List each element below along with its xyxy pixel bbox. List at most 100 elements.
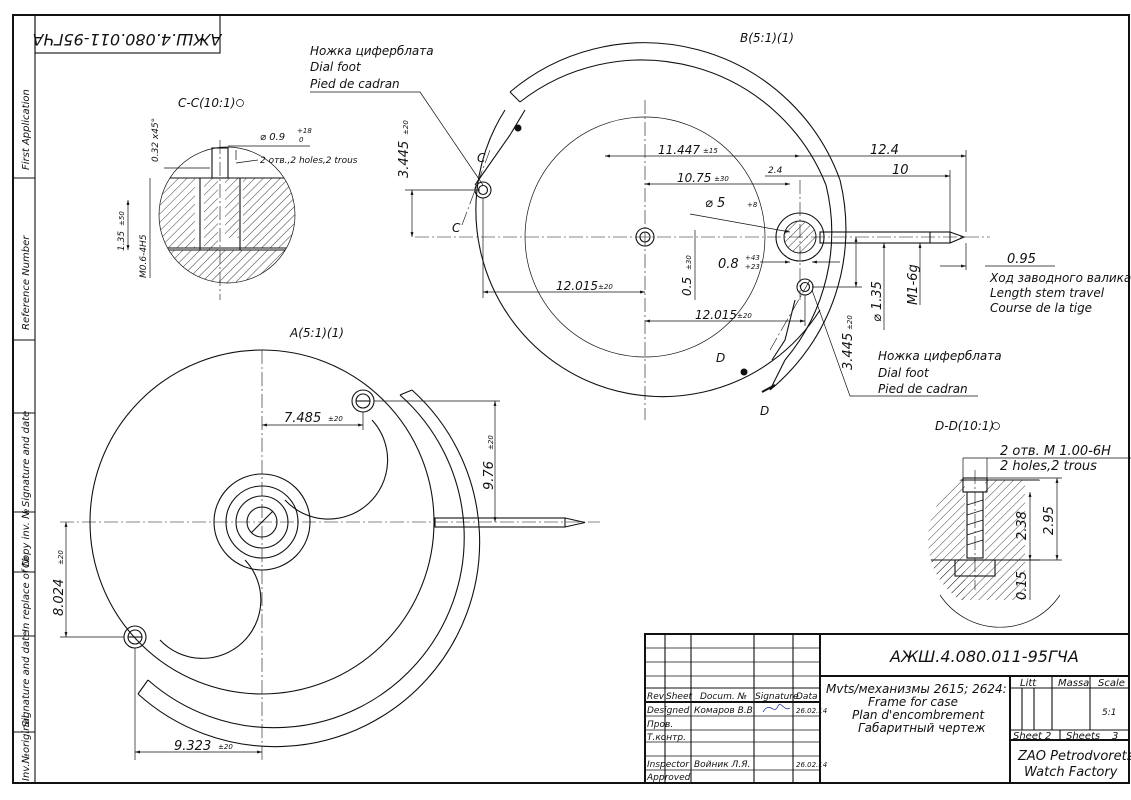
view-b-title: B(5:1)(1): [740, 31, 794, 45]
b-dim-3445b: 3.445: [841, 333, 856, 370]
tb-hdr-signature: Signature: [755, 692, 799, 702]
tb-row-tkontr: Т.контр.: [647, 733, 686, 743]
tb-designer-date: 26.02.14: [796, 707, 827, 715]
b-callout-top-fr: Pied de cadran: [310, 77, 400, 91]
b-dim-124: 12.4: [870, 143, 899, 158]
b-dim-08: 0.8: [718, 257, 739, 272]
cc-dim-diam: ⌀ 0.9: [260, 132, 285, 143]
tb-company-2: Watch Factory: [1024, 765, 1118, 780]
a-dim-9323: 9.323: [174, 739, 211, 754]
a-dim-7485-tol: ±20: [328, 415, 343, 423]
dd-295: 2.95: [1042, 506, 1057, 535]
b-dim-095: 0.95: [1007, 252, 1036, 267]
tb-litt: Litt: [1020, 678, 1037, 689]
view-cc-title: C-C(10:1): [178, 96, 235, 110]
tb-hdr-rev: Rev: [647, 692, 665, 702]
dd-holes2: 2 holes,2 trous: [1000, 459, 1097, 474]
b-callout-bottom-en: Dial foot: [878, 366, 930, 380]
b-stem-en: Length stem travel: [990, 286, 1105, 300]
b-dim-d135: ⌀ 1.35: [870, 281, 885, 322]
tb-hdr-sheet: Sheet: [666, 692, 692, 702]
cc-dim-diam-tol-up: +18: [297, 127, 312, 135]
tb-massa: Massa: [1058, 678, 1089, 689]
view-dd: D-D(10:1) 2 отв. M 1.00-6H 2 holes,2 tro…: [928, 419, 1131, 628]
side-strip: First Application Reference Number Signa…: [13, 89, 35, 781]
tb-sheets-label: Sheets: [1066, 731, 1100, 742]
dd-238: 2.38: [1015, 511, 1030, 540]
b-dim-12015b: 12.015: [695, 308, 737, 322]
tb-hdr-data: Data: [796, 692, 818, 702]
top-stamp: АЖШ.4.080.011-95ГЧА: [33, 14, 223, 54]
tb-scale-val: 5:1: [1102, 708, 1116, 718]
tb-company-1: ZAO Petrodvorets: [1017, 749, 1131, 764]
dd-015: 0.15: [1015, 571, 1030, 600]
b-dim-12015b-tol: ±20: [737, 312, 752, 320]
b-dim-1075: 10.75: [677, 171, 711, 185]
b-dim-3445a-tol: ±20: [402, 120, 410, 135]
b-dim-1075-tol: ±30: [714, 175, 729, 183]
cc-chamfer: 0.32 x45°: [151, 118, 161, 162]
b-dim-3445a: 3.445: [397, 141, 412, 178]
cc-holes-note: 2 отв.,2 holes,2 trous: [260, 156, 358, 166]
tb-hdr-docum: Docum. №: [700, 692, 747, 702]
b-dim-05: 0.5: [680, 277, 694, 296]
label-c-top: C: [477, 151, 486, 165]
top-stamp-code: АЖШ.4.080.011-95ГЧА: [33, 30, 223, 49]
side-label-copy-inv: Copy inv. №: [21, 508, 32, 568]
b-dim-24: 2.4: [768, 166, 783, 176]
label-d-bottom: D: [760, 404, 769, 418]
a-dim-7485: 7.485: [284, 411, 321, 426]
tb-scale: Scale: [1098, 678, 1125, 689]
b-stem-ru: Ход заводного валика: [989, 271, 1131, 285]
b-dim-12015a-tol: ±20: [598, 283, 613, 291]
b-dim-11447-tol: ±15: [703, 147, 718, 155]
side-label-signature-date-1: Signature and date: [21, 411, 32, 507]
b-dim-05-tol: ±30: [685, 255, 693, 270]
b-callout-top-en: Dial foot: [310, 60, 362, 74]
a-dim-976-tol: ±20: [487, 435, 495, 450]
b-dim-08-tol-lo: +23: [745, 263, 760, 271]
cc-d135-tol: ±50: [118, 211, 126, 226]
view-dd-title: D-D(10:1): [935, 419, 994, 433]
b-callout-top-ru: Ножка циферблата: [310, 44, 434, 58]
tb-inspector: Войник Л.Я.: [694, 760, 750, 770]
b-dim-d5: ⌀ 5: [705, 196, 725, 211]
tb-designer: Комаров В.В.: [694, 706, 756, 716]
b-dim-3445b-tol: ±20: [846, 315, 854, 330]
b-dim-11447: 11.447: [658, 143, 700, 157]
title-block: АЖШ.4.080.011-95ГЧА Rev Sheet Docum. № S…: [644, 633, 1131, 784]
dd-holes1: 2 отв. M 1.00-6H: [1000, 444, 1111, 459]
tb-row-prov: Пров.: [647, 720, 673, 730]
side-label-first-application: First Application: [21, 89, 32, 170]
cc-dim-diam-tol-lo: 0: [299, 136, 304, 144]
b-dim-10: 10: [892, 163, 909, 178]
sheet-frame: [12, 14, 1130, 784]
b-dim-d5-tol: +8: [747, 201, 758, 209]
b-dim-m16g: M1-6g: [906, 264, 921, 305]
tb-designer-signature: [762, 703, 791, 713]
tb-code: АЖШ.4.080.011-95ГЧА: [889, 647, 1079, 666]
b-callout-bottom-ru: Ножка циферблата: [878, 349, 1002, 363]
b-dim-08-tol-up: +43: [745, 254, 760, 262]
tb-name-4: Габаритный чертеж: [858, 721, 986, 735]
view-cc: C-C(10:1) ⌀ 0.9 +18 0 2 отв.,2 holes,2 t…: [117, 96, 358, 300]
cc-thread: M0.6-4H5: [139, 234, 149, 278]
label-c-bottom: C: [452, 221, 461, 235]
a-dim-8024-tol: ±20: [57, 550, 65, 565]
tb-name-3: Plan d'encombrement: [852, 708, 985, 722]
side-label-reference-number: Reference Number: [21, 235, 32, 330]
view-b: B(5:1)(1) C C: [310, 31, 1131, 420]
side-label-inv-original: Inv.№original: [21, 715, 32, 781]
tb-inspector-date: 26.02.14: [796, 761, 827, 769]
tb-row-approved: Approved: [646, 773, 691, 783]
b-callout-bottom-fr: Pied de cadran: [878, 382, 968, 396]
tb-name-1: Mvts/механизмы 2615; 2624:: [826, 682, 1007, 696]
b-dim-12015a: 12.015: [556, 279, 598, 293]
a-dim-976: 9.76: [482, 461, 497, 490]
tb-row-inspector: Inspector: [647, 760, 690, 770]
tb-name-2: Frame for case: [868, 695, 958, 709]
a-dim-9323-tol: ±20: [218, 743, 233, 751]
label-d-top: D: [716, 351, 725, 365]
side-label-in-replace: In replace of №: [21, 556, 32, 632]
